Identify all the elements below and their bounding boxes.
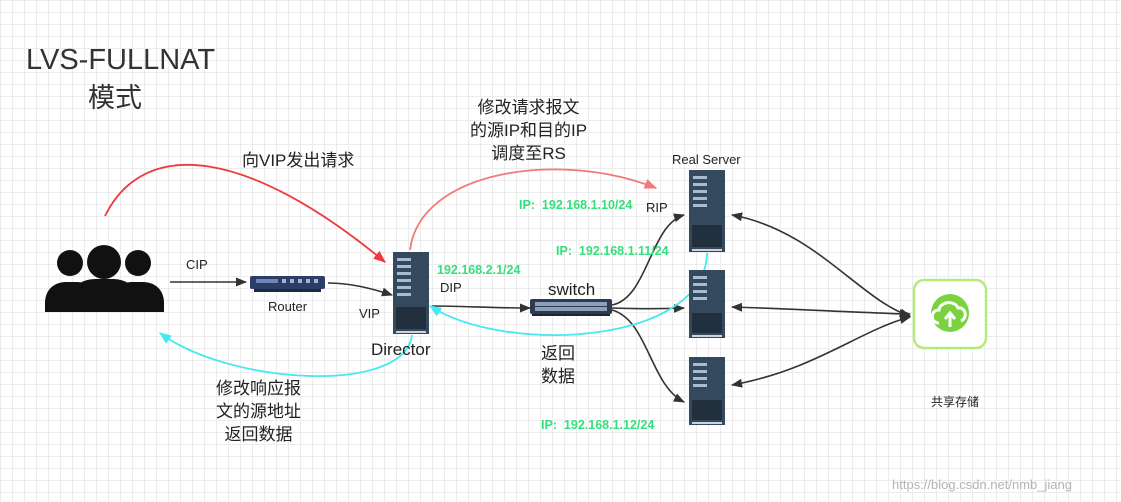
switch-label: switch	[548, 280, 596, 299]
rip-label: RIP	[646, 200, 668, 215]
dip-label: DIP	[440, 280, 462, 295]
link-switch-rs2	[611, 303, 686, 313]
request-arrow	[104, 164, 386, 263]
link-router-director	[327, 282, 394, 297]
modify-request-label: 修改请求报文 的源IP和目的IP 调度至RS	[470, 98, 588, 163]
link-switch-rs1	[611, 213, 686, 306]
modify-response-label: 修改响应报 文的源地址 返回数据	[216, 379, 301, 444]
switch-icon	[530, 299, 612, 316]
link-rs3-storage	[730, 315, 912, 388]
rs1-ip-label: IP: 192.168.1.10/24	[519, 198, 633, 212]
rs3-ip-label: IP: 192.168.1.12/24	[541, 418, 655, 432]
shared-storage-label: 共享存储	[931, 395, 980, 409]
link-switch-rs3	[611, 309, 686, 403]
director-server-icon	[393, 252, 429, 334]
director-label: Director	[371, 340, 431, 359]
link-rs1-storage	[730, 212, 912, 318]
diagram-subtitle: 模式	[88, 83, 142, 113]
real-server-1-icon	[689, 170, 725, 252]
rs2-ip-label: IP: 192.168.1.11/24	[556, 244, 669, 258]
watermark: https://blog.csdn.net/nmb_jiang	[892, 477, 1072, 492]
router-label: Router	[268, 299, 308, 314]
link-director-switch	[431, 303, 532, 313]
real-server-2-icon	[689, 270, 725, 338]
diagram-title: LVS-FULLNAT	[26, 44, 216, 76]
real-server-3-icon	[689, 357, 725, 425]
modify-request-arrow	[409, 168, 658, 251]
response-arrow-director	[158, 332, 413, 377]
link-rs2-storage	[730, 302, 912, 319]
vip-label: VIP	[359, 306, 380, 321]
real-server-label: Real Server	[672, 152, 741, 167]
cloud-upload-icon	[912, 278, 988, 350]
return-data-label: 返回 数据	[541, 344, 575, 386]
dip-ip-label: 192.168.2.1/24	[437, 263, 521, 277]
request-label: 向VIP发出请求	[242, 151, 355, 170]
cip-label: CIP	[186, 257, 208, 272]
router-icon	[250, 276, 325, 292]
users-group-icon	[45, 245, 164, 312]
